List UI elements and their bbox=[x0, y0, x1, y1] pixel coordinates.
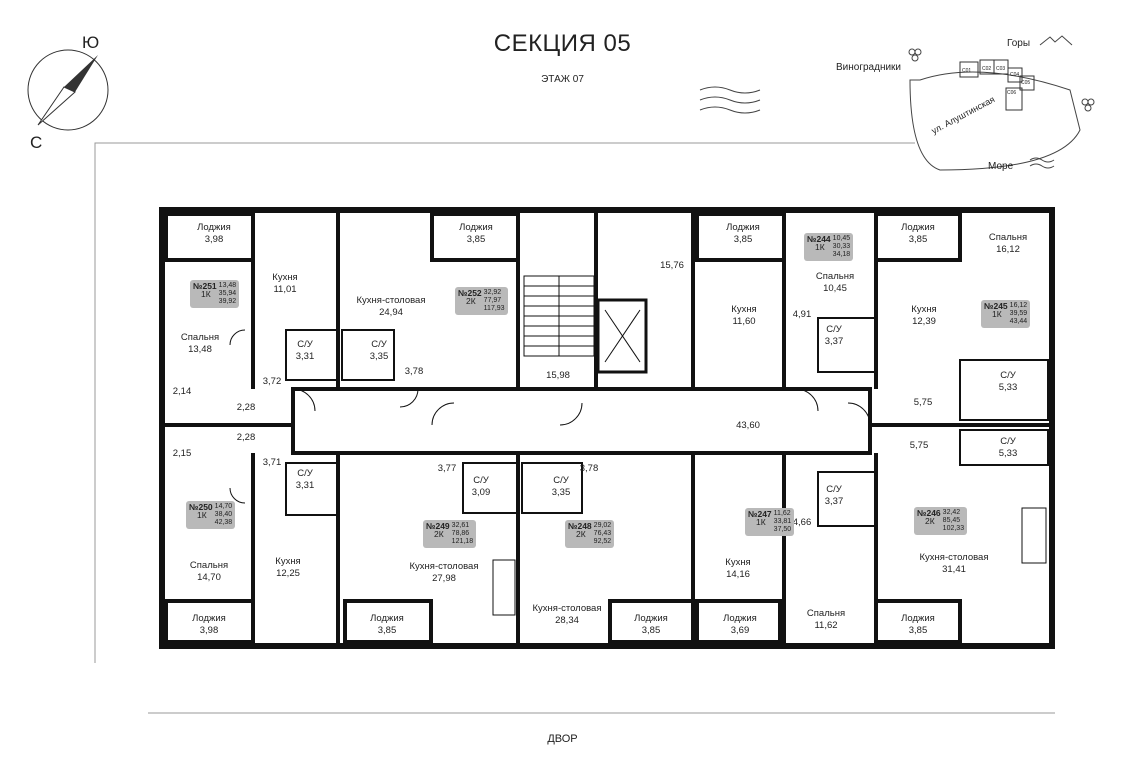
mountains-label: Горы bbox=[1007, 38, 1031, 49]
section-title: СЕКЦИЯ 05 bbox=[493, 30, 632, 57]
section-label-c04: С04 bbox=[1010, 72, 1020, 78]
room-hall-11: 5,75 bbox=[909, 440, 929, 451]
room-lobby: 15,76 bbox=[660, 260, 684, 271]
room-hall-6: 2,28 bbox=[236, 432, 256, 443]
compass-north-label: С bbox=[30, 133, 43, 152]
room-hall-10: 4,66 bbox=[792, 517, 812, 528]
floor-label: ЭТАЖ 07 bbox=[541, 74, 584, 85]
section-label-c05: С05 bbox=[1021, 80, 1031, 86]
section-label-c03: С03 bbox=[996, 66, 1006, 72]
room-hall-2: 2,28 bbox=[236, 402, 256, 413]
yard-label: ДВОР bbox=[547, 733, 578, 745]
room-hall-1: 3,72 bbox=[262, 376, 282, 387]
section-label-c02: С02 bbox=[982, 66, 992, 72]
room-hall-5: 5,75 bbox=[913, 397, 933, 408]
compass-icon bbox=[27, 49, 109, 131]
section-label-c06: С06 bbox=[1007, 90, 1017, 96]
vineyards-label: Виноградники bbox=[836, 62, 902, 73]
sea-label: Море bbox=[988, 161, 1014, 172]
room-hall-7: 3,71 bbox=[262, 457, 282, 468]
room-hall-4: 4,91 bbox=[792, 309, 812, 320]
room-storage-2: 2,15 bbox=[172, 448, 192, 459]
compass-south-label: Ю bbox=[82, 33, 100, 52]
site-map bbox=[699, 35, 1095, 171]
section-label-c01: С01 bbox=[962, 68, 972, 74]
room-corridor: 43,60 bbox=[736, 420, 760, 431]
room-hall-9: 3,78 bbox=[579, 463, 599, 474]
room-storage-1: 2,14 bbox=[172, 386, 192, 397]
room-hall-8: 3,77 bbox=[437, 463, 457, 474]
room-stairwell: 15,98 bbox=[546, 370, 570, 381]
mountains-icon bbox=[1039, 35, 1073, 46]
room-hall-3: 3,78 bbox=[404, 366, 424, 377]
